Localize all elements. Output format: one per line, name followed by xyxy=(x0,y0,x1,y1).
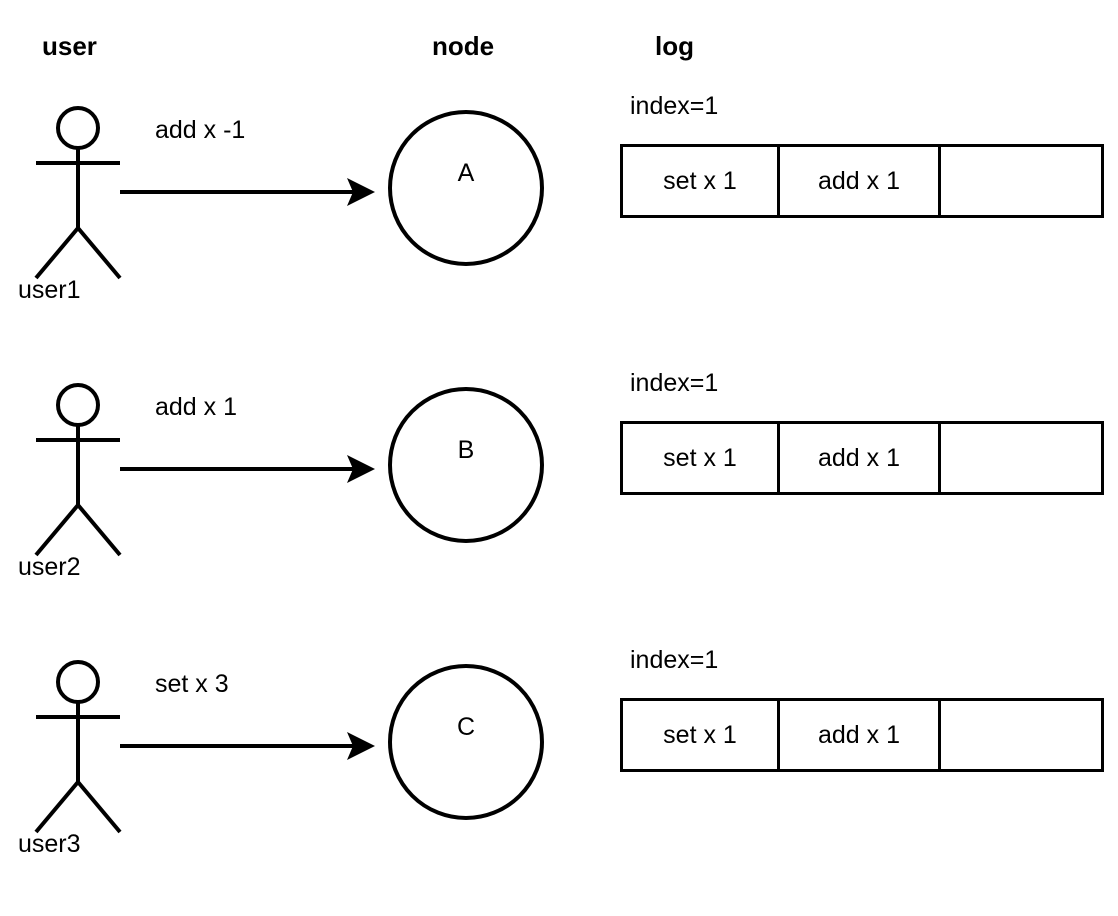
log-table: set x 1 add x 1 xyxy=(620,698,1104,772)
stick-figure-icon xyxy=(34,383,122,557)
arrow-right-icon xyxy=(120,732,375,760)
stick-figure-icon xyxy=(34,660,122,834)
node-circle xyxy=(388,664,544,820)
diagram-row: user2 add x 1 B index=1 set x 1 add x 1 xyxy=(0,365,1118,642)
arrow-right-icon xyxy=(120,178,375,206)
log-index-label: index=1 xyxy=(630,92,719,120)
log-cell: set x 1 xyxy=(623,424,780,492)
log-index-label: index=1 xyxy=(630,646,719,674)
node-circle xyxy=(388,387,544,543)
log-cell-empty xyxy=(941,424,1101,492)
log-cell: add x 1 xyxy=(780,147,941,215)
diagram-row: user3 set x 3 C index=1 set x 1 add x 1 xyxy=(0,642,1118,916)
actor-label: user3 xyxy=(18,830,81,858)
arrow-right-icon xyxy=(120,455,375,483)
node-letter: A xyxy=(457,159,475,187)
node-letter: C xyxy=(456,713,476,741)
column-header-log: log xyxy=(655,31,694,61)
log-index-label: index=1 xyxy=(630,369,719,397)
node-letter: B xyxy=(457,436,475,464)
stick-figure-icon xyxy=(34,106,122,280)
edge-label: add x 1 xyxy=(155,393,238,421)
log-cell: set x 1 xyxy=(623,701,780,769)
log-cell: add x 1 xyxy=(780,424,941,492)
log-cell-empty xyxy=(941,147,1101,215)
log-table: set x 1 add x 1 xyxy=(620,421,1104,495)
log-cell-empty xyxy=(941,701,1101,769)
log-cell: set x 1 xyxy=(623,147,780,215)
node-circle xyxy=(388,110,544,266)
edge-label: add x -1 xyxy=(155,116,246,144)
diagram-row: user1 add x -1 A index=1 set x 1 add x 1 xyxy=(0,88,1118,365)
column-header-node: node xyxy=(432,31,495,61)
actor-label: user1 xyxy=(18,276,81,304)
log-table: set x 1 add x 1 xyxy=(620,144,1104,218)
actor-label: user2 xyxy=(18,553,81,581)
column-header-user: user xyxy=(42,31,97,61)
edge-label: set x 3 xyxy=(155,670,229,698)
log-cell: add x 1 xyxy=(780,701,941,769)
